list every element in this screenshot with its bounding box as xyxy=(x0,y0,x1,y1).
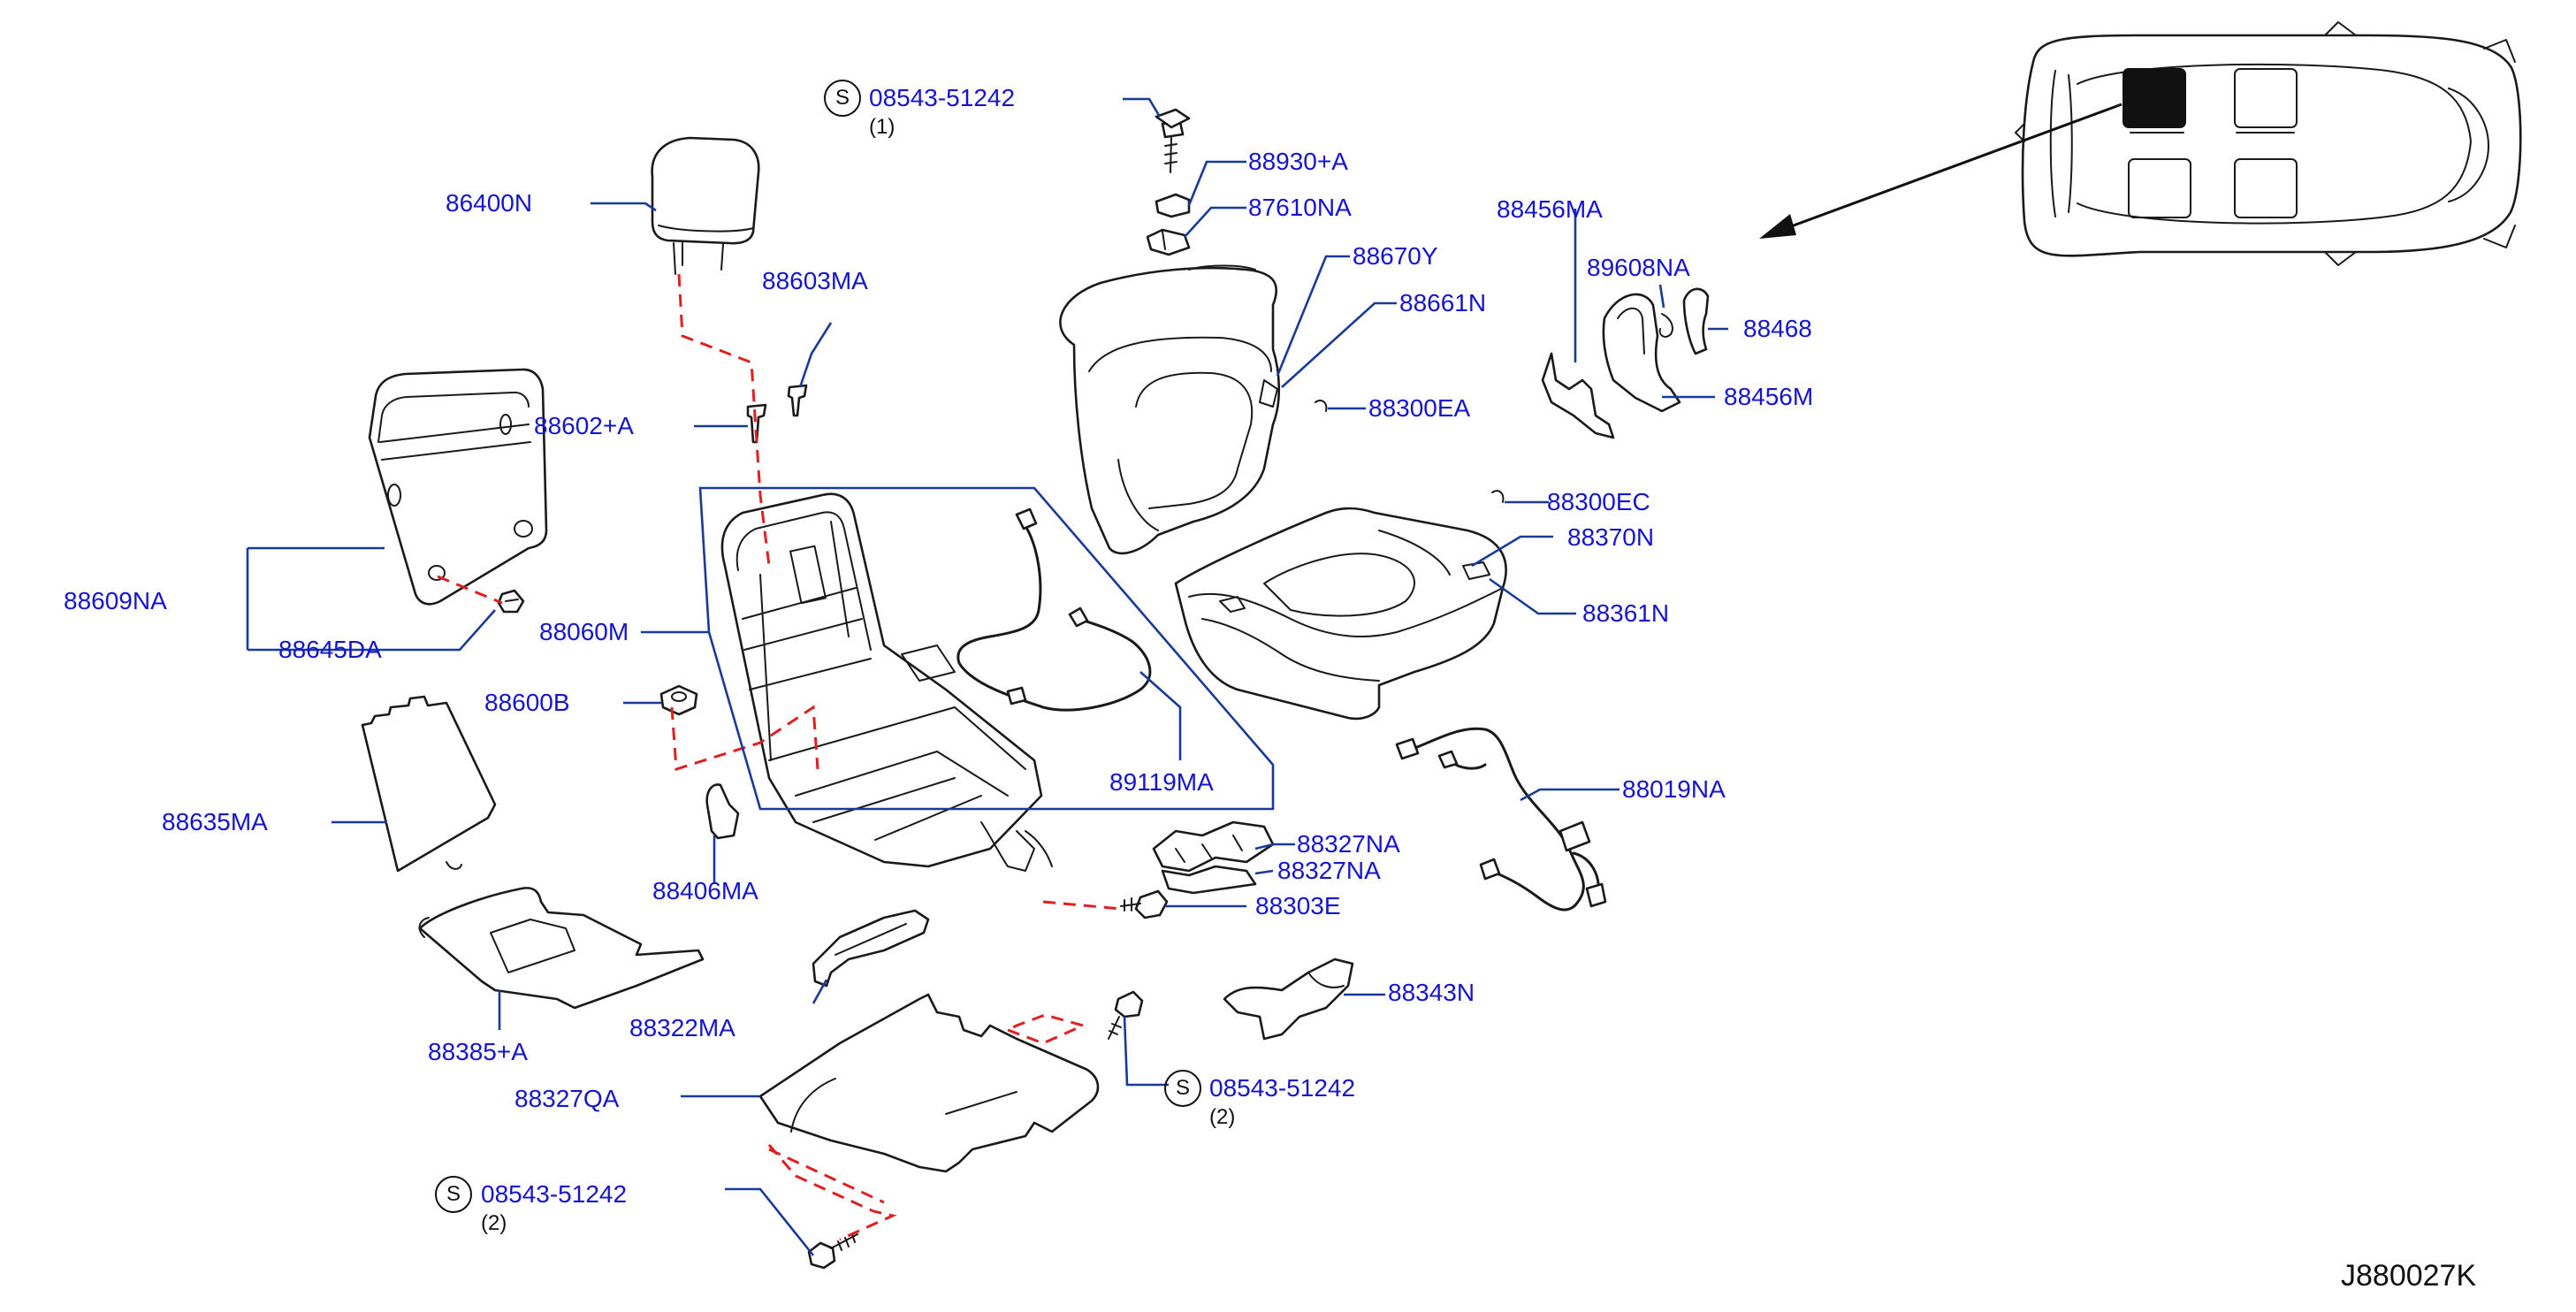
guide-88603 xyxy=(787,384,808,417)
part-label-89608na[interactable]: 89608NA xyxy=(1587,254,1690,281)
standard-part-symbol: S xyxy=(1164,1070,1201,1107)
part-label-88670y[interactable]: 88670Y xyxy=(1353,242,1438,270)
part-label-08543-51242[interactable]: 08543-51242 xyxy=(1209,1074,1356,1102)
bolt-88930 xyxy=(1155,108,1191,173)
part-label-88370n[interactable]: 88370N xyxy=(1567,523,1655,551)
harness-89119 xyxy=(956,507,1152,712)
seat-back-frame xyxy=(720,492,1053,872)
side-cover-88456MA xyxy=(1541,352,1615,439)
standard-part-symbol: S xyxy=(435,1176,472,1213)
location-arrow xyxy=(1759,103,2123,239)
pivot-covers xyxy=(1152,820,1275,895)
part-label-88930a[interactable]: 88930+A xyxy=(1248,148,1348,175)
side-cover-88456M xyxy=(1602,293,1681,413)
part-label-08543-51242[interactable]: 08543-51242 xyxy=(869,84,1016,111)
vehicle-locator xyxy=(2015,21,2522,266)
headrest xyxy=(651,136,760,275)
part-qty: (2) xyxy=(481,1211,507,1235)
part-label-08543-51242[interactable]: 08543-51242 xyxy=(481,1180,628,1208)
cover-88385 xyxy=(418,887,705,1010)
part-label-88327na[interactable]: 88327NA xyxy=(1277,857,1381,884)
part-label-88019na[interactable]: 88019NA xyxy=(1622,775,1726,803)
part-label-88300ea[interactable]: 88300EA xyxy=(1368,394,1471,422)
seat-cushion xyxy=(1174,507,1507,721)
part-label-88609na[interactable]: 88609NA xyxy=(64,587,167,614)
part-label-88456ma[interactable]: 88456MA xyxy=(1497,195,1603,223)
part-label-88322ma[interactable]: 88322MA xyxy=(629,1014,735,1041)
part-label-88635ma[interactable]: 88635MA xyxy=(162,808,268,835)
clip-88645 xyxy=(497,589,525,614)
part-label-88303e[interactable]: 88303E xyxy=(1255,892,1341,919)
clip-89608 xyxy=(1658,313,1673,338)
cover-88343 xyxy=(1223,957,1354,1041)
part-label-88661n[interactable]: 88661N xyxy=(1399,289,1487,317)
part-label-88602a[interactable]: 88602+A xyxy=(534,412,634,439)
part-label-88327qa[interactable]: 88327QA xyxy=(514,1085,620,1112)
back-board xyxy=(368,368,548,606)
assembly-connectors xyxy=(437,273,1122,1241)
knob-88468 xyxy=(1682,287,1710,355)
part-label-88456m[interactable]: 88456M xyxy=(1724,383,1814,410)
clip-88406 xyxy=(705,783,740,840)
part-qty: (2) xyxy=(1209,1105,1236,1129)
part-label-88300ec[interactable]: 88300EC xyxy=(1547,488,1650,515)
clip-87610 xyxy=(1146,228,1191,256)
part-label-89119ma[interactable]: 89119MA xyxy=(1109,768,1214,796)
bolt-88303 xyxy=(1120,889,1169,919)
part-label-88406ma[interactable]: 88406MA xyxy=(652,877,758,904)
part-label-88060m[interactable]: 88060M xyxy=(539,618,629,645)
part-label-88385a[interactable]: 88385+A xyxy=(428,1038,528,1065)
part-label-87610na[interactable]: 87610NA xyxy=(1248,194,1352,221)
part-label-88361n[interactable]: 88361N xyxy=(1582,599,1670,627)
screws xyxy=(807,990,1144,1270)
standard-part-symbol: S xyxy=(824,80,861,117)
diagram-code: J880027K xyxy=(2341,1259,2477,1293)
cover-88635 xyxy=(361,695,497,873)
clip-88300EA xyxy=(1315,400,1328,412)
part-label-88600b[interactable]: 88600B xyxy=(484,689,570,716)
harness-88019 xyxy=(1395,727,1607,912)
seat-back-cushion xyxy=(1059,264,1281,555)
part-label-86400n[interactable]: 86400N xyxy=(446,189,533,217)
nut-88600 xyxy=(659,684,698,716)
trim-88322 xyxy=(812,909,930,988)
part-label-88645da[interactable]: 88645DA xyxy=(278,636,382,663)
clip-88300EC xyxy=(1491,490,1505,503)
leader-lines xyxy=(246,97,1728,1256)
cover-88327QA xyxy=(758,993,1100,1173)
part-label-88468[interactable]: 88468 xyxy=(1743,315,1812,342)
part-label-88603ma[interactable]: 88603MA xyxy=(762,267,868,294)
clip-88930A xyxy=(1155,193,1191,218)
part-qty: (1) xyxy=(869,115,896,139)
part-label-88327na[interactable]: 88327NA xyxy=(1297,830,1400,858)
part-label-88343n[interactable]: 88343N xyxy=(1388,979,1475,1006)
